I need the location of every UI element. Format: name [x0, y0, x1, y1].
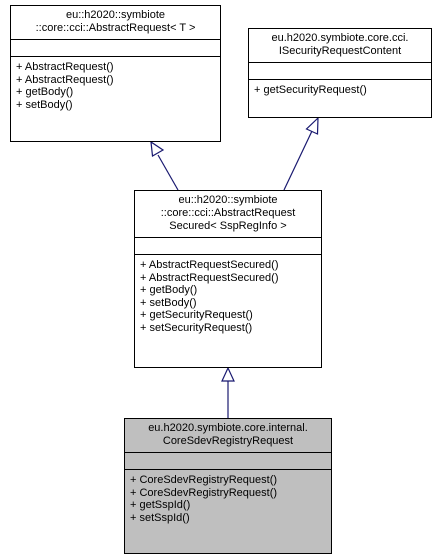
method-item: + getSecurityRequest(): [254, 84, 367, 96]
method-item: + getBody(): [140, 284, 198, 296]
method-item: + AbstractRequest(): [16, 73, 114, 86]
method-item: + setSspId(): [130, 511, 190, 524]
class-core-sdev-registry-request[interactable]: eu.h2020.symbiote.core.internal. CoreSde…: [124, 418, 332, 554]
method-item: + getSecurityRequest(): [140, 309, 253, 321]
method-item: + setBody(): [140, 296, 197, 309]
methods-section: + CoreSdevRegistryRequest() + CoreSdevRe…: [125, 470, 331, 529]
class-abstract-request[interactable]: eu::h2020::symbiote ::core::cci::Abstrac…: [10, 5, 221, 142]
attributes-section: [249, 63, 431, 80]
method-item: + CoreSdevRegistryRequest(): [130, 486, 278, 499]
method-item: + setSecurityRequest(): [140, 321, 253, 334]
title-line: ::core::cci::AbstractRequest: [160, 207, 296, 219]
class-title: eu::h2020::symbiote ::core::cci::Abstrac…: [135, 191, 321, 238]
title-line: eu.h2020.symbiote.core.internal.: [148, 422, 308, 434]
title-line: CoreSdevRegistryRequest: [162, 435, 294, 447]
methods-section: + AbstractRequestSecured() + AbstractReq…: [135, 255, 321, 339]
attributes-section: [135, 238, 321, 255]
attributes-section: [125, 453, 331, 470]
edge-secured-to-security-content: [283, 130, 313, 191]
edge-secured-to-abstract-request: [157, 154, 179, 191]
method-item: + setBody(): [16, 98, 73, 111]
methods-section: + AbstractRequest() + AbstractRequest() …: [11, 57, 220, 116]
title-line: ISecurityRequestContent: [278, 45, 402, 57]
method-item: + CoreSdevRegistryRequest(): [130, 474, 278, 486]
class-title: eu.h2020.symbiote.core.internal. CoreSde…: [125, 419, 331, 453]
class-title: eu::h2020::symbiote ::core::cci::Abstrac…: [11, 6, 220, 40]
title-line: Secured< SspRegInfo >: [169, 220, 287, 232]
class-security-request-content[interactable]: eu.h2020.symbiote.core.cci. ISecurityReq…: [248, 28, 432, 118]
arrowhead-security-content: [305, 116, 319, 135]
method-item: + getSspId(): [130, 499, 191, 511]
title-line: eu.h2020.symbiote.core.cci.: [271, 32, 409, 44]
method-item: + getBody(): [16, 86, 74, 98]
class-abstract-request-secured[interactable]: eu::h2020::symbiote ::core::cci::Abstrac…: [134, 190, 322, 368]
arrowhead-secured: [221, 366, 235, 382]
method-item: + AbstractRequestSecured(): [140, 259, 279, 271]
methods-section: + getSecurityRequest(): [249, 80, 431, 102]
attributes-section: [11, 40, 220, 57]
method-item: + AbstractRequest(): [16, 61, 114, 73]
title-line: eu::h2020::symbiote: [178, 194, 278, 206]
title-line: eu::h2020::symbiote: [65, 9, 166, 21]
title-line: ::core::cci::AbstractRequest< T >: [35, 22, 196, 34]
class-title: eu.h2020.symbiote.core.cci. ISecurityReq…: [249, 29, 431, 63]
arrowhead-abstract-request: [150, 140, 165, 157]
method-item: + AbstractRequestSecured(): [140, 271, 279, 284]
